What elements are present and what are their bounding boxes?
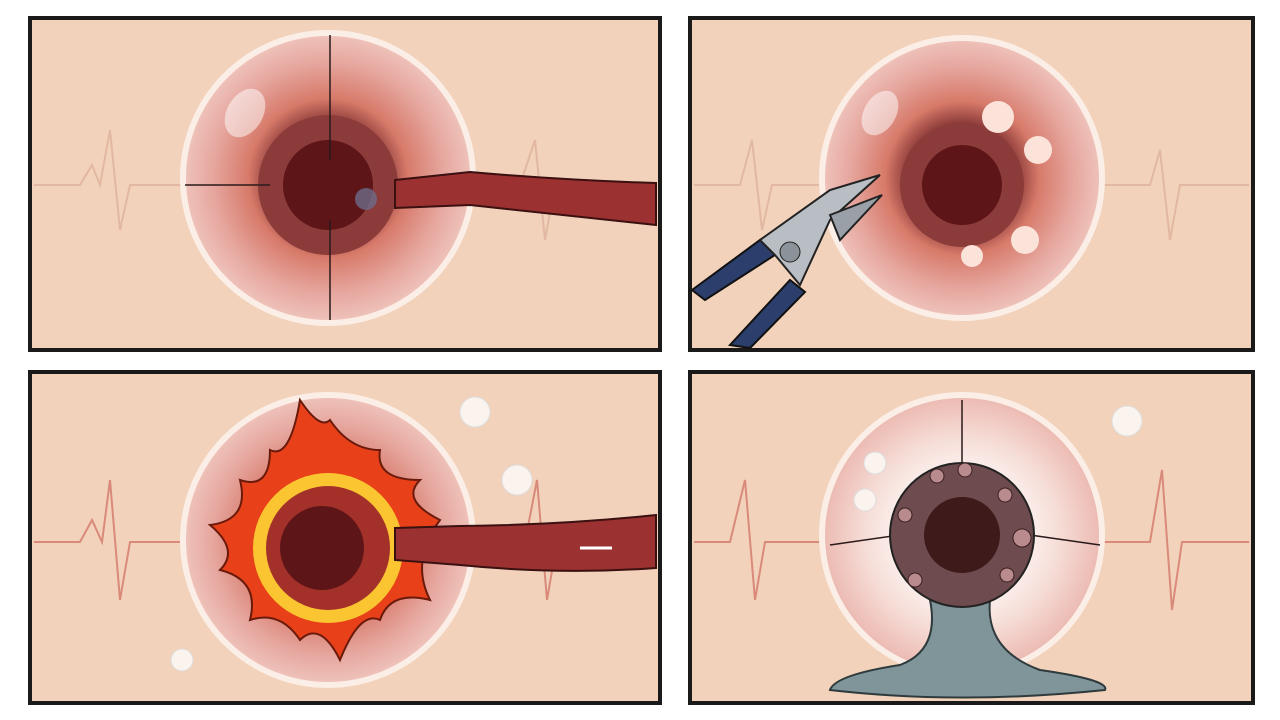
stent-fluid-icon [828,598,1107,699]
panel-top-left [28,16,662,352]
ecg-line [694,139,830,231]
pliers-icon [690,174,883,350]
panel-bottom-left [28,370,662,705]
ecg-line [34,479,200,601]
vessel-probe-icon [394,513,657,572]
ecg-line [1100,149,1249,241]
panel-bottom-right [688,370,1255,705]
ecg-line [34,129,190,231]
ecg-line [694,479,830,601]
ecg-line [1100,469,1249,611]
plaque-deposits [961,101,1052,267]
vessel-probe-icon [394,170,657,227]
panel-top-right [688,16,1255,352]
